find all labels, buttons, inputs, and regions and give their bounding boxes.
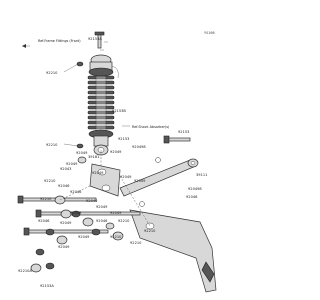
- part-label: 92153B: [112, 109, 126, 113]
- part-label: 92046: [186, 195, 198, 199]
- ref-frame-fittings: Ref.Frame Fittings (Front): [38, 39, 81, 43]
- part-label: 92210: [46, 143, 58, 147]
- part-label: 92153A: [88, 37, 102, 41]
- part-label: 92046: [86, 199, 98, 203]
- page-code: Y0166: [204, 31, 215, 35]
- part-label: 92046: [70, 190, 82, 194]
- part-label: 92210: [40, 197, 52, 201]
- tie-rod: [119, 158, 199, 197]
- part-label: 92046: [38, 219, 50, 223]
- ref-frame-arrow: [22, 44, 26, 48]
- part-label: 92049: [66, 162, 78, 166]
- top-right-bolt: [163, 135, 191, 144]
- marker-a: [155, 157, 161, 163]
- part-label: 92046: [58, 184, 70, 188]
- part-label: 92049: [76, 151, 88, 155]
- part-label: 92210: [118, 219, 130, 223]
- part-label: 92153: [178, 130, 189, 134]
- part-label: 920498: [188, 187, 202, 191]
- part-label: 92210: [144, 229, 156, 233]
- marker-b: [139, 201, 145, 207]
- part-label: 92210: [46, 71, 58, 75]
- part-label: 92049: [110, 211, 122, 215]
- part-label: 920498: [132, 145, 146, 149]
- diagram-canvas: Y0166 Ref.Frame Fittings (Front) Ref.Sho…: [17, 31, 217, 293]
- parts-diagram: Y0166 Ref.Frame Fittings (Front) Ref.Sho…: [17, 31, 217, 293]
- part-label: 92210: [130, 241, 142, 245]
- part-label: 92049: [134, 179, 146, 183]
- shock-absorber: [87, 54, 119, 156]
- part-label: 92049: [96, 205, 108, 209]
- part-label: 92043: [60, 167, 71, 171]
- part-label: 92049: [120, 175, 132, 179]
- part-label: 92046: [96, 219, 108, 223]
- part-label: 92153: [118, 137, 129, 141]
- part-label: 92210A: [18, 269, 32, 273]
- part-label: 92049: [60, 221, 72, 225]
- part-label: 92049: [92, 171, 104, 175]
- part-label: 92049: [110, 150, 122, 154]
- part-label: 92210: [110, 235, 122, 239]
- part-label: 92049: [70, 211, 82, 215]
- swingarm: [129, 209, 217, 293]
- part-label: 39111: [196, 173, 207, 177]
- part-label: 92210: [44, 179, 56, 183]
- top-bolt: [94, 31, 105, 49]
- part-label: 92153A: [40, 284, 54, 288]
- rocker-link: [89, 163, 121, 197]
- ref-shock-absorber: Ref.Shock Absorber(s): [132, 125, 170, 129]
- left-small-parts: [76, 61, 87, 164]
- part-label: 92049: [78, 235, 90, 239]
- pivot-hardware: [17, 195, 141, 273]
- part-label: 92049: [58, 245, 70, 249]
- part-label: 39181: [88, 155, 99, 159]
- shock-spring: [87, 75, 115, 130]
